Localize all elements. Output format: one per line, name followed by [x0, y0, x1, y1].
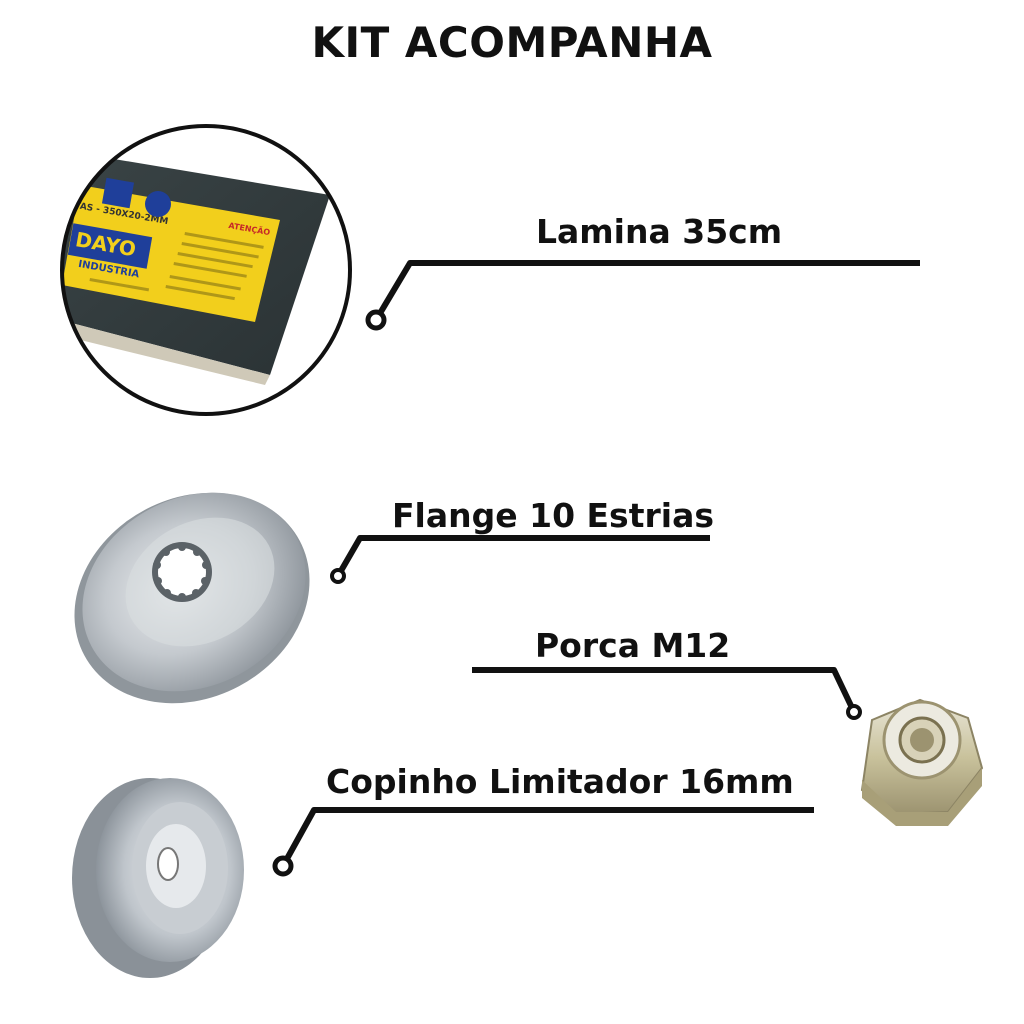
- blade-sticker: DAYO INDUSTRIA NTAS - 350X20-2MM ATENÇÃO: [62, 177, 280, 322]
- spline-hole: [152, 542, 212, 602]
- goggles-icon: [145, 191, 171, 217]
- blade-photo: DAYO INDUSTRIA NTAS - 350X20-2MM ATENÇÃO: [60, 124, 352, 416]
- label-porca: Porca M12: [535, 626, 731, 665]
- label-copinho: Copinho Limitador 16mm: [326, 762, 794, 801]
- leader-dots: [272, 309, 862, 877]
- safety-icon: [101, 177, 135, 209]
- leader-lines: [280, 260, 920, 868]
- label-lamina: Lamina 35cm: [536, 212, 783, 251]
- flange-photo: [74, 492, 310, 704]
- cup-photo: [72, 778, 244, 978]
- page-title: KIT ACOMPANHA: [311, 18, 713, 67]
- nut-photo: [860, 698, 984, 826]
- label-flange: Flange 10 Estrias: [392, 496, 714, 535]
